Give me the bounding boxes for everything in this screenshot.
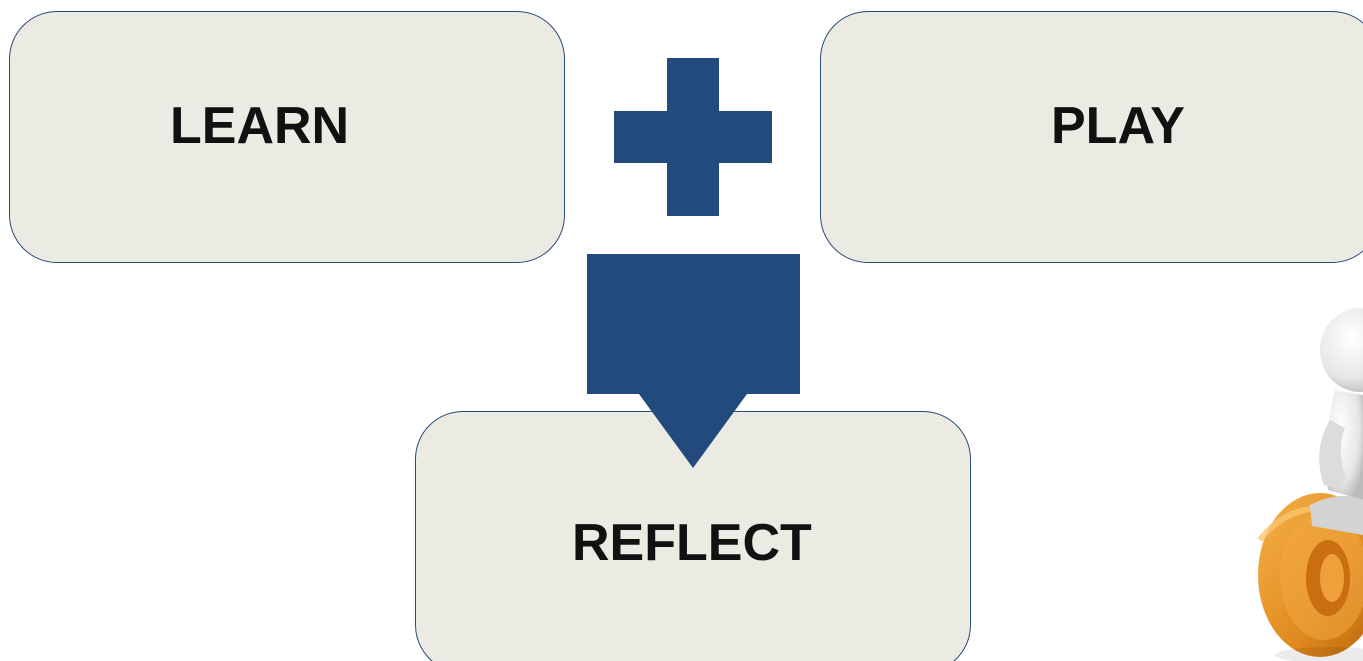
arrow-down-icon [587, 254, 800, 468]
plus-icon [614, 58, 772, 216]
person-sitting-on-at-symbol-icon [1257, 308, 1363, 661]
learn-box: LEARN [9, 11, 565, 263]
play-box: PLAY [820, 11, 1363, 263]
learn-label: LEARN [170, 97, 350, 155]
reflect-label: REFLECT [572, 514, 812, 572]
play-label: PLAY [1051, 97, 1185, 155]
